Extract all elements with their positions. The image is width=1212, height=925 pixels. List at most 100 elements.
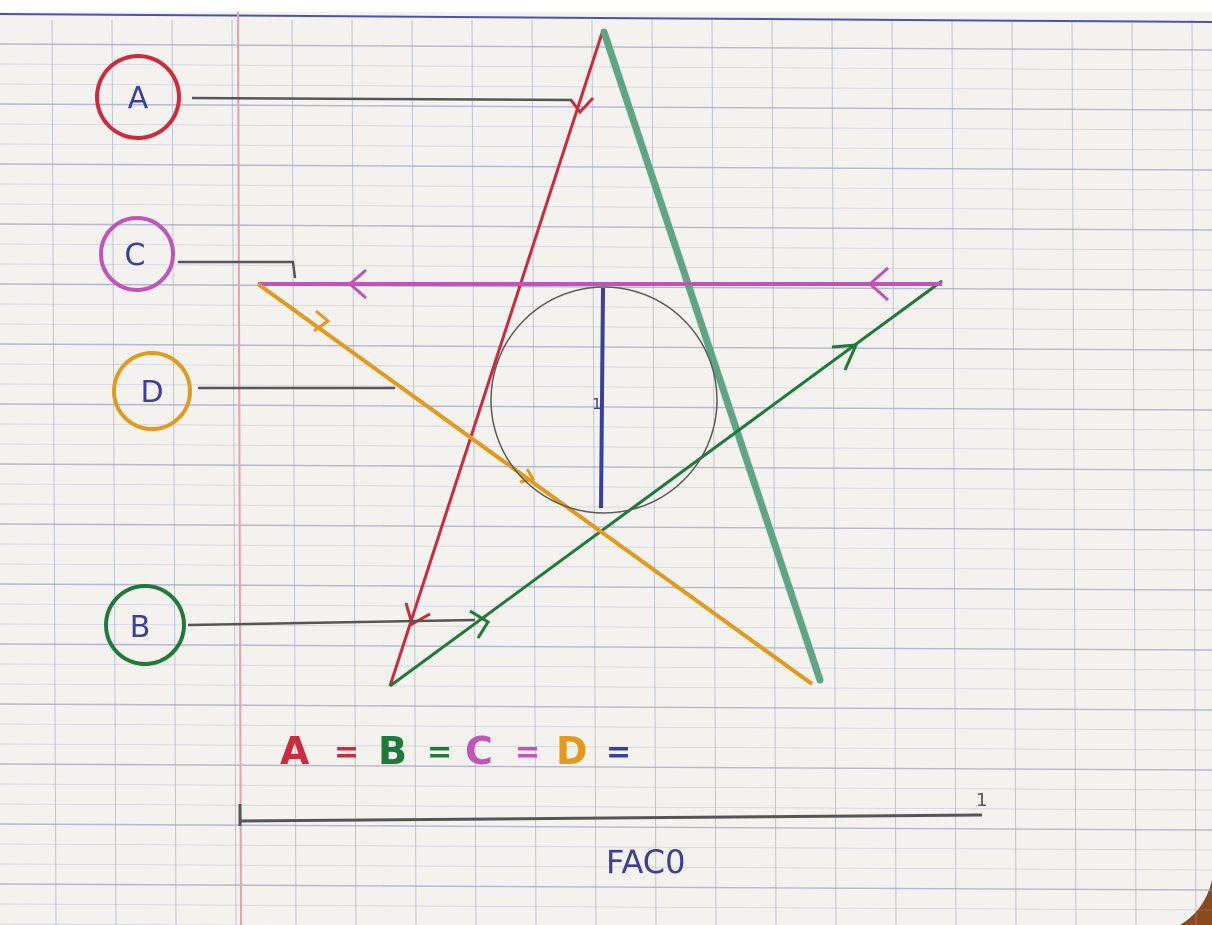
- label-circle-a: [95, 54, 181, 140]
- grid-horizontal-line: [0, 443, 1212, 451]
- leader-line-c: [178, 260, 297, 279]
- grid-horizontal-line: [0, 423, 1212, 431]
- star-line-a: [388, 29, 605, 687]
- leader-line-a: [191, 96, 573, 102]
- grid-horizontal-line: [0, 243, 1212, 251]
- label-circle-d: [112, 351, 192, 431]
- grid-horizontal-line: [0, 223, 1212, 231]
- unit-segment-end-label: 1: [976, 790, 987, 811]
- grid-vertical-line: [51, 19, 57, 925]
- grid-vertical-line: [531, 19, 537, 925]
- leader-line-b: [187, 618, 476, 627]
- grid-horizontal-line: [0, 763, 1212, 771]
- grid-horizontal-line: [0, 783, 1212, 791]
- label-a: A: [128, 81, 149, 116]
- radius-mark-label: 1: [592, 395, 602, 413]
- inscribed-circle: [490, 286, 718, 514]
- grid-horizontal-line: [0, 163, 1212, 171]
- notebook-grid: [0, 19, 1212, 925]
- grid-horizontal-line: [0, 403, 1212, 411]
- grid-horizontal-line: [0, 103, 1212, 111]
- star-line-green-side: [600, 28, 824, 684]
- grid-horizontal-line: [0, 63, 1212, 71]
- grid-horizontal-line: [0, 543, 1212, 551]
- grid-horizontal-line: [0, 323, 1212, 331]
- handwritten-word: FAC0: [606, 843, 686, 881]
- equation-b: B: [378, 729, 407, 773]
- grid-horizontal-line: [0, 143, 1212, 151]
- grid-vertical-line: [891, 19, 897, 925]
- grid-horizontal-line: [0, 583, 1212, 591]
- grid-vertical-line: [1011, 19, 1017, 925]
- arrow-c-left: [347, 268, 367, 300]
- grid-horizontal-line: [0, 383, 1212, 391]
- grid-horizontal-line: [0, 303, 1212, 311]
- grid-vertical-line: [111, 19, 117, 925]
- arrow-c-right: [867, 266, 889, 302]
- grid-vertical-line: [771, 19, 777, 925]
- grid-vertical-line: [1071, 19, 1077, 925]
- label-c: C: [125, 238, 146, 273]
- grid-horizontal-line: [0, 743, 1212, 751]
- radius-segment: [599, 287, 605, 509]
- grid-vertical-line: [411, 19, 417, 925]
- equation-equals-3: =: [515, 735, 540, 770]
- grid-vertical-line: [831, 19, 837, 925]
- grid-horizontal-line: [0, 643, 1212, 651]
- grid-vertical-line: [351, 19, 357, 925]
- grid-horizontal-line: [0, 463, 1212, 471]
- equation-a: A: [280, 729, 310, 773]
- star-line-d: [256, 282, 814, 686]
- equation-equals-1: =: [334, 735, 359, 770]
- grid-horizontal-line: [0, 863, 1212, 871]
- arrow-d-top: [313, 309, 331, 333]
- wooden-table-corner: [1180, 880, 1212, 925]
- label-d: D: [140, 375, 163, 410]
- grid-horizontal-line: [0, 723, 1212, 731]
- grid-horizontal-line: [0, 183, 1212, 191]
- unit-segment: [239, 813, 983, 823]
- grid-horizontal-line: [0, 663, 1212, 671]
- grid-horizontal-line: [0, 363, 1212, 371]
- equation-equals-2: =: [427, 735, 452, 770]
- grid-horizontal-line: [0, 503, 1212, 511]
- arrow-b-right: [831, 343, 859, 371]
- grid-horizontal-line: [0, 903, 1212, 911]
- grid-horizontal-line: [0, 483, 1212, 491]
- arrow-a-top: [569, 96, 595, 115]
- grid-horizontal-line: [0, 843, 1212, 851]
- arrow-a-bottom: [404, 602, 431, 627]
- grid-vertical-line: [1191, 19, 1197, 925]
- margin-line: [237, 11, 242, 925]
- grid-horizontal-line: [0, 563, 1212, 571]
- top-edge: [0, 0, 1212, 12]
- grid-horizontal-line: [0, 203, 1212, 211]
- equation-row: A = B = C = D =: [280, 729, 631, 773]
- grid-vertical-line: [171, 19, 177, 925]
- grid-horizontal-line: [0, 263, 1212, 271]
- grid-horizontal-line: [0, 823, 1212, 831]
- equation-d: D: [556, 729, 588, 773]
- grid-horizontal-line: [0, 123, 1212, 131]
- label-circle-b: [104, 584, 186, 666]
- grid-vertical-line: [1131, 19, 1137, 925]
- grid-horizontal-line: [0, 683, 1212, 691]
- equation-c: C: [465, 729, 493, 773]
- grid-vertical-line: [591, 19, 597, 925]
- grid-horizontal-line: [0, 803, 1212, 811]
- grid-vertical-line: [291, 19, 297, 925]
- grid-horizontal-line: [0, 603, 1212, 611]
- grid-vertical-line: [471, 19, 477, 925]
- grid-vertical-line: [711, 19, 717, 925]
- grid-horizontal-line: [0, 83, 1212, 91]
- grid-horizontal-line: [0, 343, 1212, 351]
- label-b: B: [130, 610, 151, 645]
- grid-vertical-line: [231, 19, 237, 925]
- label-circle-c: [99, 216, 175, 292]
- top-rule: [0, 13, 1212, 23]
- grid-vertical-line: [951, 19, 957, 925]
- equation-equals-4: =: [606, 735, 631, 770]
